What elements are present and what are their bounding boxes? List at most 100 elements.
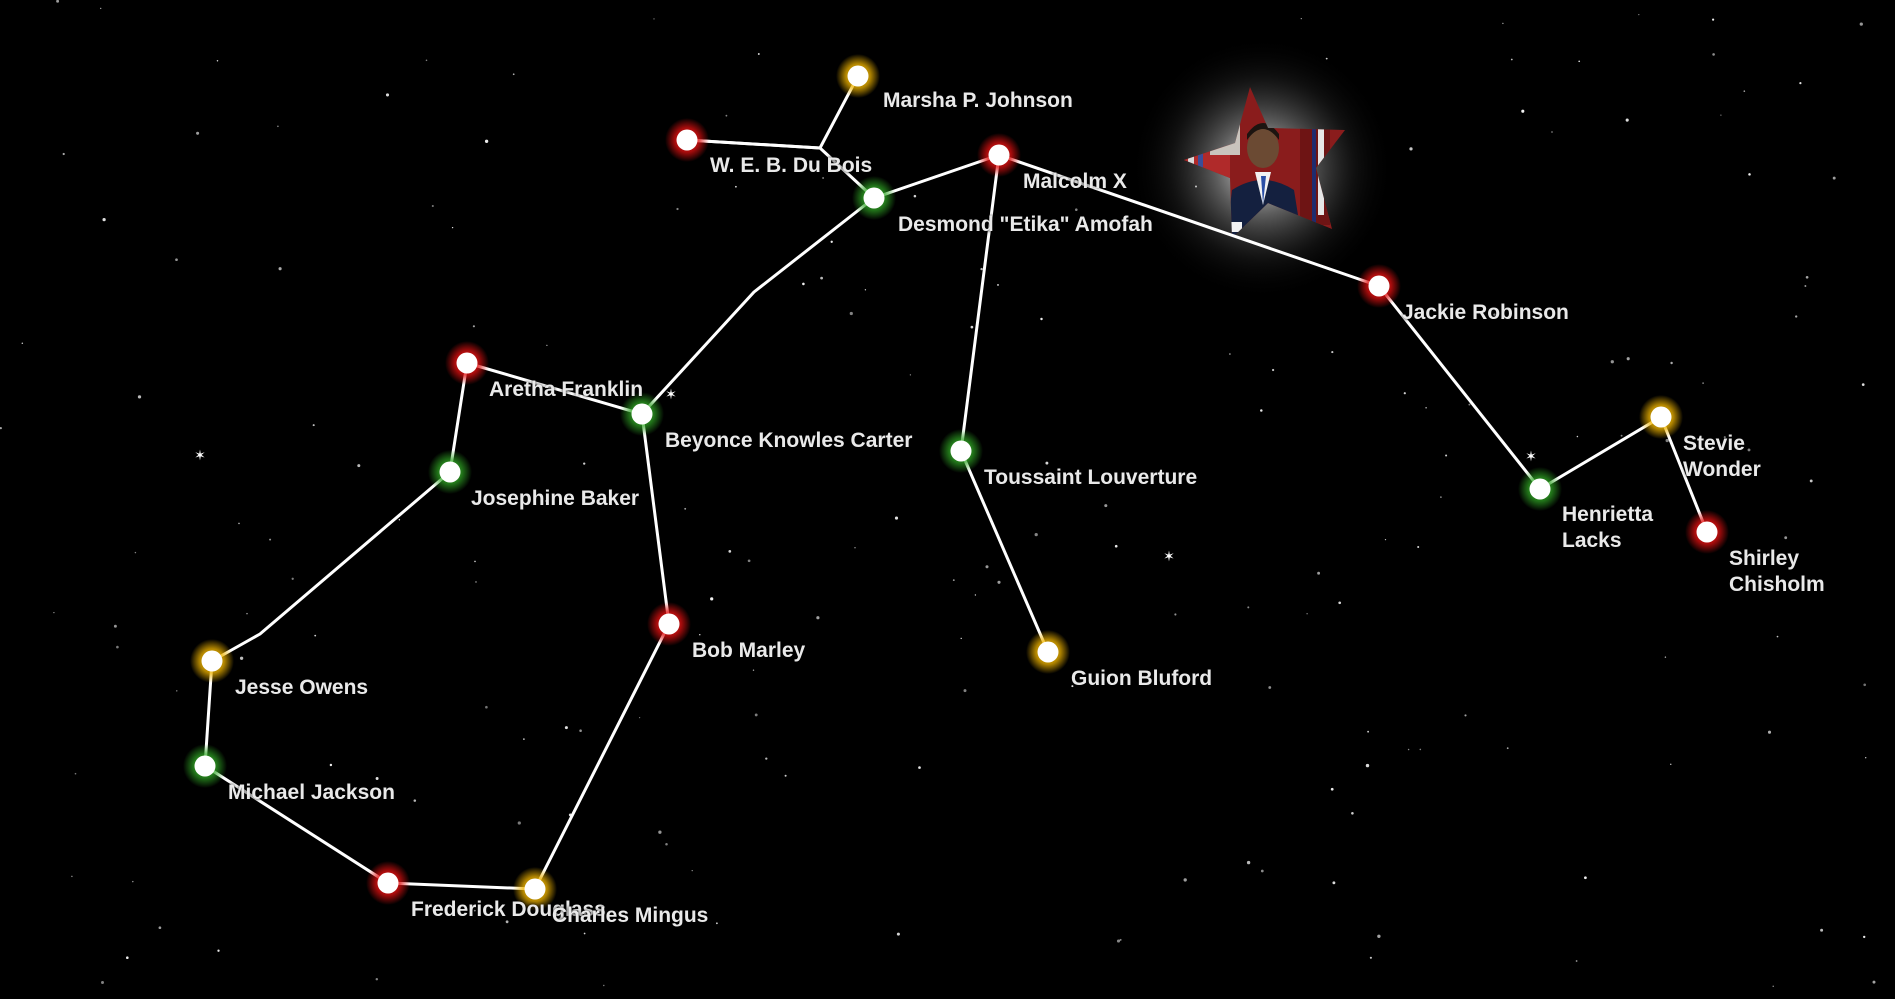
background-star bbox=[217, 949, 220, 952]
node-star-icon[interactable] bbox=[1368, 275, 1390, 297]
background-star bbox=[963, 689, 967, 693]
node-josephine[interactable] bbox=[428, 450, 472, 494]
background-star bbox=[116, 645, 119, 649]
background-star bbox=[1576, 435, 1579, 438]
background-star bbox=[1425, 406, 1427, 409]
background-star bbox=[710, 597, 714, 601]
background-star bbox=[691, 869, 693, 872]
background-star bbox=[113, 624, 117, 628]
background-star bbox=[158, 926, 162, 930]
node-shirley[interactable] bbox=[1685, 510, 1729, 554]
node-star-icon[interactable] bbox=[658, 613, 680, 635]
node-bob[interactable] bbox=[647, 602, 691, 646]
background-star bbox=[1772, 985, 1774, 987]
node-frederick[interactable] bbox=[366, 861, 410, 905]
node-aretha[interactable] bbox=[445, 341, 489, 385]
background-star bbox=[413, 799, 417, 802]
background-star bbox=[1799, 82, 1802, 85]
background-star bbox=[754, 713, 758, 717]
background-star bbox=[1419, 748, 1422, 751]
background-star bbox=[1510, 58, 1513, 61]
background-star bbox=[1610, 360, 1614, 364]
background-star bbox=[1702, 382, 1704, 384]
node-toussaint[interactable] bbox=[939, 429, 983, 473]
background-star bbox=[1367, 730, 1369, 733]
node-charles[interactable] bbox=[513, 867, 557, 911]
node-marsha[interactable] bbox=[836, 54, 880, 98]
background-star bbox=[849, 311, 853, 316]
node-star-icon[interactable] bbox=[201, 650, 223, 672]
node-jesse[interactable] bbox=[190, 639, 234, 683]
background-star bbox=[1464, 714, 1467, 717]
node-label-beyonce: Beyonce Knowles Carter bbox=[665, 429, 913, 452]
background-star bbox=[398, 519, 401, 521]
background-star bbox=[918, 766, 921, 769]
node-star-icon[interactable] bbox=[1037, 641, 1059, 663]
node-dubois[interactable] bbox=[665, 118, 709, 162]
node-label-michael: Michael Jackson bbox=[228, 781, 395, 804]
node-star-icon[interactable] bbox=[863, 187, 885, 209]
background-star bbox=[716, 922, 718, 925]
background-star bbox=[1723, 436, 1726, 439]
edge-josephine-jesse bbox=[210, 470, 452, 663]
background-star bbox=[451, 226, 454, 229]
background-star bbox=[896, 932, 900, 936]
node-malcolm[interactable] bbox=[977, 133, 1021, 177]
node-star-icon[interactable] bbox=[377, 872, 399, 894]
node-star-icon[interactable] bbox=[1696, 521, 1718, 543]
node-michael[interactable] bbox=[183, 744, 227, 788]
background-star bbox=[822, 177, 824, 179]
background-star bbox=[639, 717, 641, 719]
background-star bbox=[277, 125, 279, 128]
background-stars: ✶✶✶✶ bbox=[0, 0, 1876, 987]
background-star bbox=[71, 875, 73, 878]
node-star-icon[interactable] bbox=[524, 878, 546, 900]
node-henrietta[interactable] bbox=[1518, 467, 1562, 511]
node-label-charles: Charles Mingus bbox=[552, 904, 709, 927]
node-guion[interactable] bbox=[1026, 630, 1070, 674]
node-star-icon[interactable] bbox=[631, 403, 653, 425]
background-star bbox=[21, 342, 24, 345]
background-star bbox=[1620, 434, 1623, 437]
node-beyonce[interactable] bbox=[620, 392, 664, 436]
background-star bbox=[512, 73, 515, 76]
background-star bbox=[246, 612, 248, 615]
background-star bbox=[1040, 317, 1043, 321]
background-star bbox=[1114, 544, 1118, 548]
constellation-nodes bbox=[183, 54, 1729, 911]
node-label-stevie: Stevie Wonder bbox=[1683, 432, 1761, 481]
node-star-icon[interactable] bbox=[847, 65, 869, 87]
background-star bbox=[974, 594, 977, 596]
background-star bbox=[1861, 383, 1865, 386]
background-star bbox=[980, 267, 983, 271]
background-star bbox=[1805, 275, 1809, 279]
background-star bbox=[1820, 928, 1824, 932]
node-etika[interactable] bbox=[852, 176, 896, 220]
background-star bbox=[658, 830, 662, 834]
node-star-icon[interactable] bbox=[439, 461, 461, 483]
background-star bbox=[1468, 403, 1471, 406]
edge-malcolm-toussaint bbox=[959, 153, 1001, 453]
node-jackie[interactable] bbox=[1357, 264, 1401, 308]
edge-bob-beyonce bbox=[640, 412, 671, 626]
background-star bbox=[1502, 22, 1504, 25]
background-star bbox=[1670, 361, 1673, 365]
node-star-icon[interactable] bbox=[194, 755, 216, 777]
node-star-icon[interactable] bbox=[676, 129, 698, 151]
node-star-icon[interactable] bbox=[1529, 478, 1551, 500]
edge-jackie-henrietta bbox=[1377, 284, 1542, 491]
background-star bbox=[603, 984, 605, 987]
background-star bbox=[765, 757, 768, 760]
background-star bbox=[1626, 357, 1630, 361]
background-star bbox=[175, 258, 178, 262]
background-star bbox=[676, 207, 679, 211]
node-star-icon[interactable] bbox=[1650, 406, 1672, 428]
background-star bbox=[1445, 454, 1448, 457]
node-star-icon[interactable] bbox=[456, 352, 478, 374]
background-star bbox=[757, 53, 760, 55]
node-stevie[interactable] bbox=[1639, 395, 1683, 439]
sparkle-star-icon: ✶ bbox=[194, 448, 206, 464]
node-star-icon[interactable] bbox=[988, 144, 1010, 166]
node-star-icon[interactable] bbox=[950, 440, 972, 462]
background-star bbox=[997, 580, 1001, 584]
